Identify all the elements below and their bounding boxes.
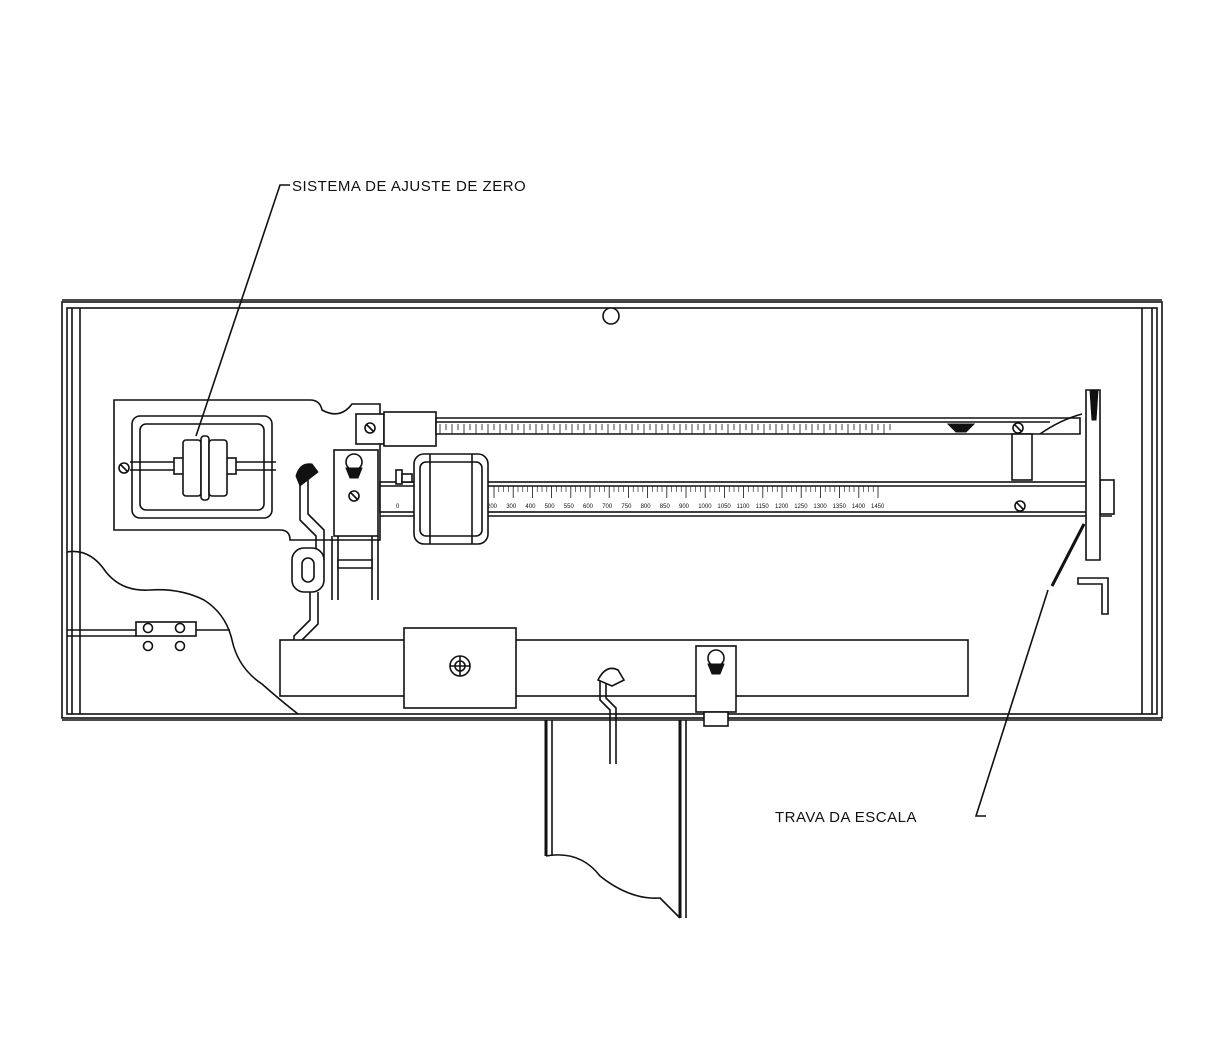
main-scale-tick-label: 1250 <box>794 504 808 510</box>
leader-lines <box>195 184 1049 817</box>
main-beam: 0 <box>379 469 1115 517</box>
main-scale-tick-label: 1000 <box>698 504 712 510</box>
main-scale-tick-label: 1300 <box>813 504 827 510</box>
zero-adjust-label: SISTEMA DE AJUSTE DE ZERO <box>292 178 526 195</box>
lower-lever <box>279 627 969 764</box>
main-scale-tick-label: 1450 <box>871 504 885 510</box>
scale-zero-label: 0 <box>396 504 400 510</box>
main-scale-tick-label: 400 <box>525 504 536 510</box>
zero-adjust-mechanism <box>113 399 381 541</box>
main-scale-tick-label: 750 <box>621 504 632 510</box>
main-scale-tick-label: 700 <box>602 504 613 510</box>
main-scale-tick-label: 1350 <box>833 504 847 510</box>
poise-weight <box>413 453 489 545</box>
cutaway-break <box>66 550 299 715</box>
main-scale-tick-labels: 200 300 400 500 550 600 700 750 800 850 900 1000 105… <box>487 504 885 510</box>
main-scale-tick-label: 900 <box>679 504 690 510</box>
scale-lock-lever <box>1050 389 1109 615</box>
main-scale-tick-label: 1100 <box>737 504 751 510</box>
main-scale-tick-label: 1050 <box>717 504 731 510</box>
fine-scale-bar <box>355 411 1083 481</box>
fulcrum-block <box>331 449 379 600</box>
main-scale-tick-label: 550 <box>564 504 575 510</box>
main-scale-tick-label: 800 <box>641 504 652 510</box>
main-scale-tick-label: 200 <box>487 504 498 510</box>
housing <box>61 299 1163 721</box>
main-scale-tick-label: 300 <box>506 504 517 510</box>
main-scale-tick-label: 1400 <box>852 504 866 510</box>
main-scale-tick-label: 500 <box>545 504 556 510</box>
main-scale-tick-label: 1200 <box>775 504 789 510</box>
main-scale-tick-label: 1150 <box>756 504 770 510</box>
main-scale-tick-label: 850 <box>660 504 671 510</box>
scale-lock-label: TRAVA DA ESCALA <box>775 809 917 826</box>
main-scale-tick-label: 600 <box>583 504 594 510</box>
support-post <box>544 720 687 919</box>
mounting-hole <box>602 307 620 325</box>
